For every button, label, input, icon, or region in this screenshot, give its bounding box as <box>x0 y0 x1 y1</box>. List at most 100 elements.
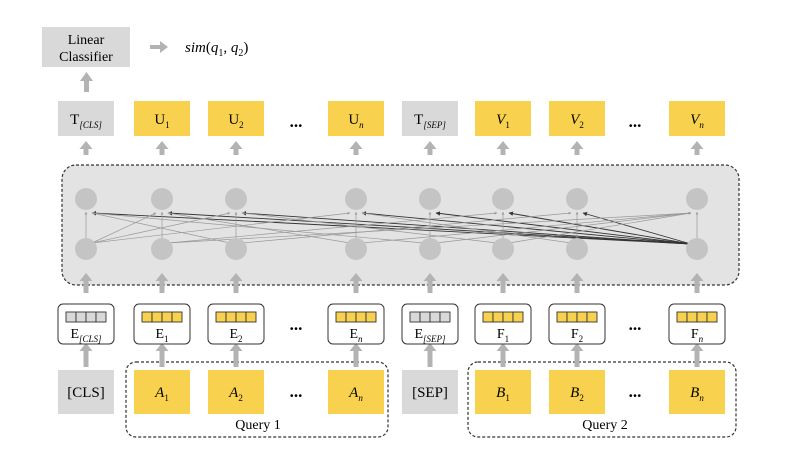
embedding-cell <box>85 311 97 323</box>
attention-line <box>91 210 692 245</box>
hidden-node-bottom <box>566 238 588 260</box>
embedding-cell <box>235 311 247 323</box>
panel-to-output-arrow <box>229 141 243 155</box>
output-token-label: Vn <box>690 112 704 130</box>
hidden-node-top <box>75 188 97 210</box>
embedding-cell <box>566 311 578 323</box>
embedding-cell <box>95 311 107 323</box>
input-token-label: A2 <box>228 385 243 403</box>
attention-line-light <box>91 211 351 244</box>
embedding-cell <box>696 311 708 323</box>
input-token-box <box>58 370 114 414</box>
hidden-node-top <box>151 188 173 210</box>
embedding-cell <box>429 311 441 323</box>
attention-nodes <box>75 188 708 260</box>
embedding-cell <box>355 311 367 323</box>
embedding-cell <box>409 311 421 323</box>
attention-line <box>241 211 692 245</box>
hidden-node-top <box>566 188 588 210</box>
attention-line <box>167 210 692 245</box>
output-token-box <box>328 101 384 136</box>
attention-line-light <box>167 211 692 244</box>
panel-to-output-arrow <box>690 141 704 155</box>
query2-group <box>467 361 737 438</box>
embedding-cell <box>245 311 257 323</box>
embedding-cell <box>345 311 357 323</box>
sim-arrow <box>150 41 168 53</box>
input-to-embedding-arrow <box>155 343 169 367</box>
query1-group <box>125 361 389 438</box>
hidden-node-bottom <box>151 238 173 260</box>
attention-line <box>361 211 692 245</box>
hidden-node-bottom <box>225 238 247 260</box>
ellipsis: ... <box>290 382 303 401</box>
embedding-to-panel-arrow <box>570 273 584 293</box>
embedding-to-panel-arrow <box>229 273 243 293</box>
output-token-box <box>134 101 190 136</box>
similarity-formula: sim(q1, q2) <box>185 40 248 59</box>
transformer-panel <box>61 164 740 286</box>
embedding-cell <box>492 311 504 323</box>
input-token-box <box>328 370 384 414</box>
query2-label: Query 2 <box>582 418 628 433</box>
output-token-label: Un <box>348 112 364 130</box>
attention-line-light <box>361 211 572 244</box>
input-to-embedding-arrow <box>496 343 510 367</box>
attention-line <box>435 211 692 245</box>
embedding-cell <box>586 311 598 323</box>
ellipsis: ... <box>629 382 642 401</box>
panel-to-output-arrow <box>79 141 93 155</box>
embedding-label: En <box>349 327 363 344</box>
attention-line-light <box>361 211 692 244</box>
embedding-cell <box>512 311 524 323</box>
ellipses: .................. <box>290 112 642 401</box>
embedding-to-panel-arrow <box>79 273 93 293</box>
input-token-label: [CLS] <box>67 385 105 401</box>
hidden-node-top <box>419 188 441 210</box>
embedding-cell <box>686 311 698 323</box>
output-token-label: U1 <box>154 112 169 130</box>
attention-line-light <box>241 211 572 244</box>
embedding-cell <box>161 311 173 323</box>
embedding-label: F1 <box>497 327 509 344</box>
embedding-cell <box>706 311 718 323</box>
embedding-label: E2 <box>229 327 242 344</box>
input-token-box <box>402 370 458 414</box>
embedding-cell <box>335 311 347 323</box>
embedding-cell <box>482 311 494 323</box>
embedding-cell <box>439 311 451 323</box>
output-token-box <box>208 101 264 136</box>
output-token-box <box>402 101 458 136</box>
hidden-node-bottom <box>686 238 708 260</box>
embedding-label: F2 <box>571 327 583 344</box>
embedding-cell <box>225 311 237 323</box>
output-token-box <box>58 101 114 136</box>
panel-to-output-arrow <box>496 141 510 155</box>
output-token-box <box>669 101 725 136</box>
linear-classifier-box <box>42 27 130 67</box>
ellipsis: ... <box>629 112 642 131</box>
output-token-label: T[CLS] <box>70 112 102 130</box>
cls-to-classifier-arrow <box>80 72 93 92</box>
input-token-box <box>475 370 531 414</box>
ellipsis: ... <box>629 315 642 334</box>
input-token-label: [SEP] <box>412 385 448 401</box>
embedding-label: Fn <box>691 327 704 344</box>
output-token-box <box>549 101 605 136</box>
input-token-label: B2 <box>570 385 584 403</box>
input-token-label: An <box>348 385 363 403</box>
embedding-cell <box>556 311 568 323</box>
attention-line-light <box>508 212 692 244</box>
embedding-cell <box>365 311 377 323</box>
attention-line-light <box>167 211 498 244</box>
embedding-cell <box>65 311 77 323</box>
embedding-to-panel-arrow <box>155 273 169 293</box>
hidden-node-top <box>686 188 708 210</box>
hidden-node-bottom <box>419 238 441 260</box>
output-token-label: V2 <box>570 112 584 130</box>
output-token-label: T[SEP] <box>414 112 446 130</box>
